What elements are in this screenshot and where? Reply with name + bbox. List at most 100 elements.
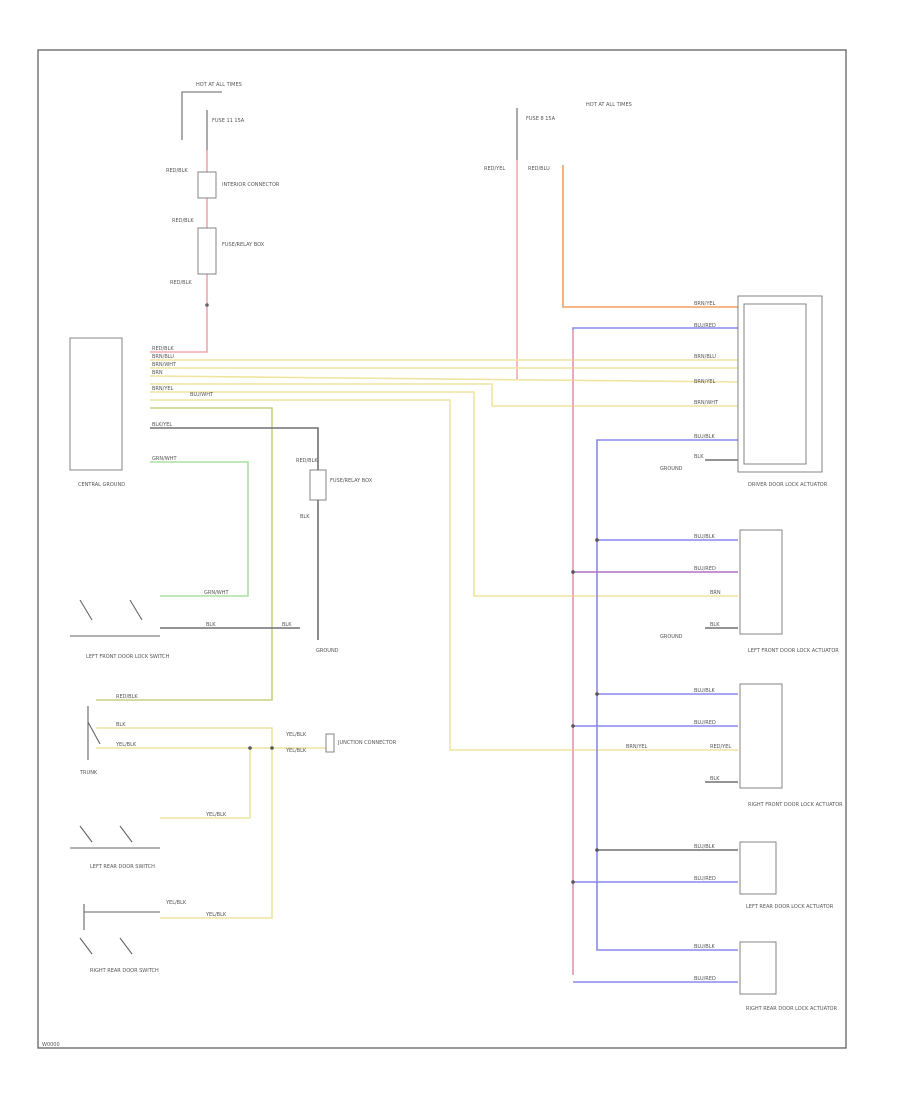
label-l3: BLK	[116, 722, 126, 728]
label-right-rear-actuator: RIGHT REAR DOOR LOCK ACTUATOR	[746, 1006, 838, 1012]
left-rear-actuator	[739, 841, 777, 895]
central-control-unit	[69, 337, 123, 471]
junction-connector	[325, 733, 335, 753]
right-rear-actuator	[739, 941, 777, 995]
wire-gray	[150, 427, 319, 640]
label-left-rear-actuator: LEFT REAR DOOR LOCK ACTUATOR	[746, 904, 834, 910]
label-r17: BLU/RED	[694, 976, 716, 982]
wire-orange	[562, 165, 738, 308]
trunk-switch-icon	[87, 706, 101, 760]
splice-r3	[595, 692, 599, 696]
label-red-blu: RED/BLU	[528, 166, 550, 172]
label-right-front-actuator: RIGHT FRONT DOOR LOCK ACTUATOR	[748, 802, 843, 808]
left-front-actuator	[739, 529, 783, 635]
wire-yelgrn	[96, 407, 273, 701]
label-fuse-relay-top: FUSE/RELAY BOX	[222, 242, 265, 248]
label-r7: BLU/RED	[694, 566, 716, 572]
label-fuse-right: FUSE 8 15A	[526, 116, 556, 122]
label-m4: BRN	[152, 370, 163, 376]
splice-r2	[571, 570, 575, 574]
label-l2: BLK	[206, 622, 216, 628]
left-front-switch-icon	[70, 599, 160, 637]
label-m3: BRN/WHT	[152, 362, 177, 368]
label-l7: YEL/BLK	[205, 812, 227, 818]
wire-trunk-3	[160, 748, 251, 819]
label-ground-wire: BLK	[300, 514, 310, 520]
interior-connector	[197, 171, 217, 199]
splice-r4	[571, 724, 575, 728]
fuse-left-bracket	[181, 91, 222, 140]
label-r1: BRN/BLU	[694, 354, 716, 360]
label-m8: GRN/WHT	[152, 456, 177, 462]
label-left-rear-switch: LEFT REAR DOOR SWITCH	[90, 864, 155, 870]
label-red-yel-2: RED/YEL	[710, 744, 731, 750]
label-blk-lock: BLK	[282, 622, 292, 628]
label-orange-r: BRN/YEL	[694, 301, 716, 307]
label-r3: BRN/WHT	[694, 400, 719, 406]
label-ground-left: CENTRAL GROUND	[78, 482, 125, 488]
label-r9: BLK	[710, 622, 720, 628]
lock-module-inner	[743, 303, 807, 465]
label-red-yel: RED/YEL	[484, 166, 505, 172]
label-r12: BRN/YEL	[626, 744, 648, 750]
label-right-rear-switch: RIGHT REAR DOOR SWITCH	[90, 968, 159, 974]
label-red-blk-2: RED/BLK	[172, 218, 194, 224]
fuse-relay-mid	[309, 469, 327, 501]
label-fuse-panel-left: HOT AT ALL TIMES	[196, 82, 242, 88]
wire-harness-4	[150, 383, 738, 407]
label-fuse-relay-mid: FUSE/RELAY BOX	[330, 478, 373, 484]
label-m7: BLK/YEL	[152, 422, 172, 428]
splice-r5	[595, 848, 599, 852]
label-l4: YEL/BLK	[115, 742, 137, 748]
label-r5: BLK	[694, 454, 704, 460]
label-trunk-switch: TRUNK	[79, 770, 98, 776]
label-r11: BLU/RED	[694, 720, 716, 726]
label-r16: BLU/BLK	[694, 944, 716, 950]
left-rear-switch-icon	[70, 825, 160, 849]
label-m1: RED/BLK	[152, 346, 174, 352]
label-blu-r: BLU/RED	[694, 323, 716, 329]
label-r6: BLU/BLK	[694, 534, 716, 540]
label-r8: BRN	[710, 590, 721, 596]
diagram-frame	[37, 49, 847, 1049]
wire-harness-5	[150, 391, 738, 597]
label-left-front-switch: LEFT FRONT DOOR LOCK SWITCH	[86, 654, 170, 660]
wire-red-blk-feed	[150, 150, 208, 353]
label-l9: YEL/BLK	[165, 900, 187, 906]
label-ground-mid: GROUND	[316, 648, 339, 654]
wire-harness-6	[150, 399, 738, 751]
label-m2: BRN/BLU	[152, 354, 174, 360]
label-r13: BLK	[710, 776, 720, 782]
label-ground-r1: GROUND	[660, 466, 683, 472]
label-fuse-panel-right: HOT AT ALL TIMES	[586, 102, 632, 108]
label-l8: YEL/BLK	[205, 912, 227, 918]
label-interior-connector: INTERIOR CONNECTOR	[222, 182, 280, 188]
splice-left-1	[205, 303, 209, 307]
splice-l1	[270, 746, 274, 750]
wires	[96, 150, 791, 983]
fuse-relay-top	[197, 227, 217, 275]
label-red-blk-trunk: RED/BLK	[116, 694, 138, 700]
right-front-actuator	[739, 683, 783, 789]
label-red-blk-3: RED/BLK	[170, 280, 192, 286]
splice-r1	[595, 538, 599, 542]
label-red-blk-4: RED/BLK	[296, 458, 318, 464]
label-main-switch-block: DRIVER DOOR LOCK ACTUATOR	[748, 482, 828, 488]
footer-code: W0000	[42, 1042, 60, 1048]
right-rear-switch-icon	[79, 904, 160, 955]
label-r14: BLU/BLK	[694, 844, 716, 850]
label-l5: YEL/BLK	[285, 732, 307, 738]
label-r15: BLU/RED	[694, 876, 716, 882]
wire-trunk-1	[96, 727, 273, 919]
label-l6: YEL/BLK	[285, 748, 307, 754]
label-ground-r2: GROUND	[660, 634, 683, 640]
label-junction: JUNCTION CONNECTOR	[337, 740, 397, 746]
label-r10: BLU/BLK	[694, 688, 716, 694]
label-r4: BLU/BLK	[694, 434, 716, 440]
splices	[248, 538, 599, 884]
label-m5: BRN/YEL	[152, 386, 174, 392]
splice-l2	[248, 746, 252, 750]
splice-r6	[571, 880, 575, 884]
wire-green	[150, 461, 249, 597]
label-l1: GRN/WHT	[204, 590, 229, 596]
